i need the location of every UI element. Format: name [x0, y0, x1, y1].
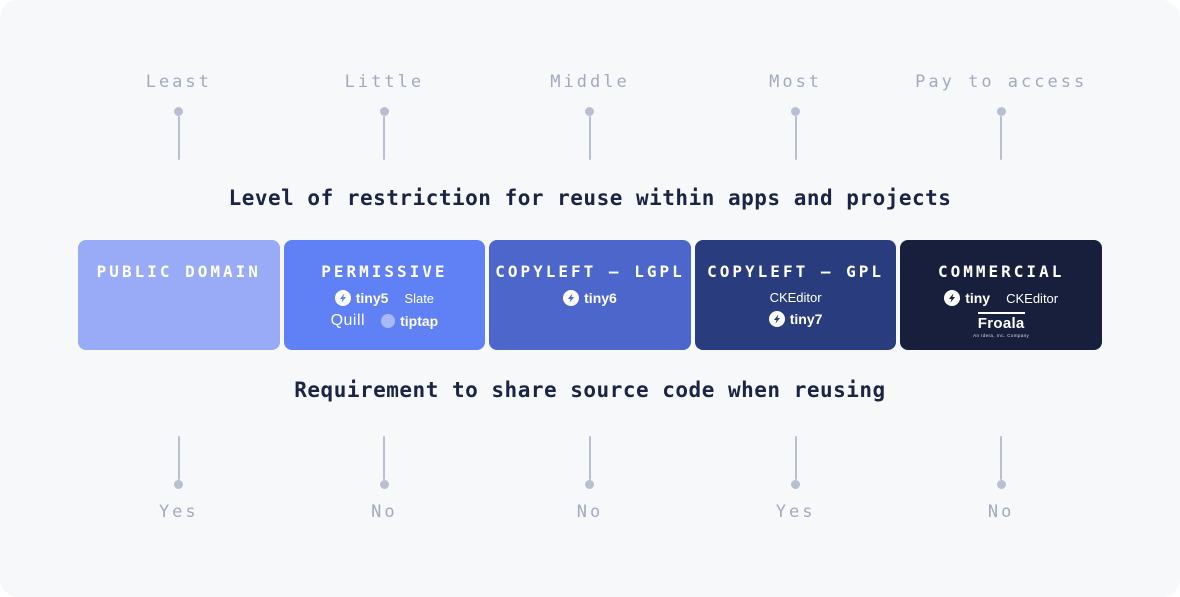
marker-middle: Middle [489, 72, 691, 160]
tiptap-logo: tiptap [381, 313, 438, 329]
marker-line [383, 436, 386, 480]
marker-dot [996, 107, 1006, 116]
marker-label: Yes [158, 502, 199, 522]
card-title: COPYLEFT — LGPL [495, 262, 685, 281]
slate-label: Slate [404, 290, 435, 306]
tiny-icon [768, 311, 785, 327]
ckeditor-label: CKEditor [1006, 290, 1059, 306]
restriction-level-title: Level of restriction for reuse within ap… [228, 186, 952, 210]
logo-row: tiny CKEditor [944, 290, 1058, 306]
marker-dot [174, 107, 184, 116]
marker-line [177, 116, 180, 160]
logo-row: CKEditor [770, 290, 822, 305]
marker-least: Least [78, 72, 280, 160]
tiny5-logo: tiny5 [334, 290, 389, 306]
marker-line [1000, 436, 1003, 480]
marker-most: Most [695, 72, 897, 160]
tiptap-icon [381, 314, 396, 328]
marker-yes-2: Yes [695, 436, 897, 522]
card-title: COMMERCIAL [938, 262, 1065, 281]
tiptap-label: tiptap [400, 313, 439, 329]
marker-no-2: No [489, 436, 691, 522]
marker-line [177, 436, 180, 480]
restriction-level-markers: Least Little Middle Most Pay to access [78, 72, 1102, 160]
tiny-icon [563, 290, 580, 306]
froala-label: Froala [977, 312, 1025, 332]
marker-line [588, 116, 591, 160]
marker-yes-1: Yes [78, 436, 280, 522]
marker-dot [379, 480, 389, 489]
card-commercial: COMMERCIAL tiny CKEditor Froala An Idera… [900, 240, 1102, 350]
tiny-icon [944, 290, 961, 306]
tiny5-label: tiny5 [355, 290, 389, 306]
marker-line [1000, 116, 1003, 160]
marker-label: Pay to access [915, 72, 1088, 92]
marker-dot [791, 480, 801, 489]
tiny7-logo: tiny7 [768, 311, 823, 327]
froala-subtext: An Idera, Inc. Company [973, 333, 1030, 338]
marker-line [794, 116, 797, 160]
marker-no-3: No [900, 436, 1102, 522]
marker-dot [996, 480, 1006, 489]
froala-logo: Froala An Idera, Inc. Company [973, 312, 1029, 338]
share-source-markers: Yes No No Yes No [78, 436, 1102, 522]
marker-dot [174, 480, 184, 489]
marker-label: Least [145, 72, 212, 92]
card-title: PUBLIC DOMAIN [96, 262, 261, 281]
quill-label: Quill [330, 312, 366, 329]
marker-label: Little [344, 72, 425, 92]
card-copyleft-lgpl: COPYLEFT — LGPL tiny6 [489, 240, 691, 350]
tiny-label: tiny [965, 290, 991, 306]
ckeditor-label: CKEditor [769, 290, 822, 305]
marker-dot [791, 107, 801, 116]
marker-line [588, 436, 591, 480]
marker-label: No [987, 502, 1015, 522]
quill-logo: Quill [331, 312, 366, 330]
tiny-icon [334, 290, 351, 306]
logo-row: tiny7 [768, 311, 823, 327]
marker-dot [379, 107, 389, 116]
marker-little: Little [284, 72, 486, 160]
marker-dot [585, 107, 595, 116]
marker-dot [585, 480, 595, 489]
slate-logo: Slate [404, 291, 434, 306]
marker-line [383, 116, 386, 160]
ckeditor-logo: CKEditor [770, 290, 822, 305]
card-public-domain: PUBLIC DOMAIN [78, 240, 280, 350]
license-cards: PUBLIC DOMAIN PERMISSIVE tiny5 Slate Qui… [78, 240, 1102, 350]
marker-line [794, 436, 797, 480]
tiny-logo: tiny [944, 290, 990, 306]
share-source-title: Requirement to share source code when re… [294, 378, 886, 402]
logo-row: tiny5 Slate [334, 290, 434, 306]
marker-pay-to-access: Pay to access [900, 72, 1102, 160]
tiny7-label: tiny7 [789, 311, 823, 327]
logo-row: Quill tiptap [331, 312, 439, 330]
marker-no-1: No [284, 436, 486, 522]
logo-row: tiny6 [563, 290, 617, 306]
marker-label: Middle [550, 72, 630, 92]
marker-label: Most [769, 72, 823, 92]
card-permissive: PERMISSIVE tiny5 Slate Quill tiptap [283, 240, 486, 350]
tiny6-logo: tiny6 [563, 290, 617, 306]
card-title: PERMISSIVE [321, 262, 448, 281]
marker-label: No [371, 502, 398, 522]
marker-label: Yes [775, 502, 816, 522]
marker-label: No [576, 502, 604, 522]
card-title: COPYLEFT — GPL [707, 262, 884, 281]
tiny6-label: tiny6 [584, 290, 617, 306]
ckeditor-logo: CKEditor [1006, 291, 1058, 306]
card-copyleft-gpl: COPYLEFT — GPL CKEditor tiny7 [694, 240, 897, 350]
